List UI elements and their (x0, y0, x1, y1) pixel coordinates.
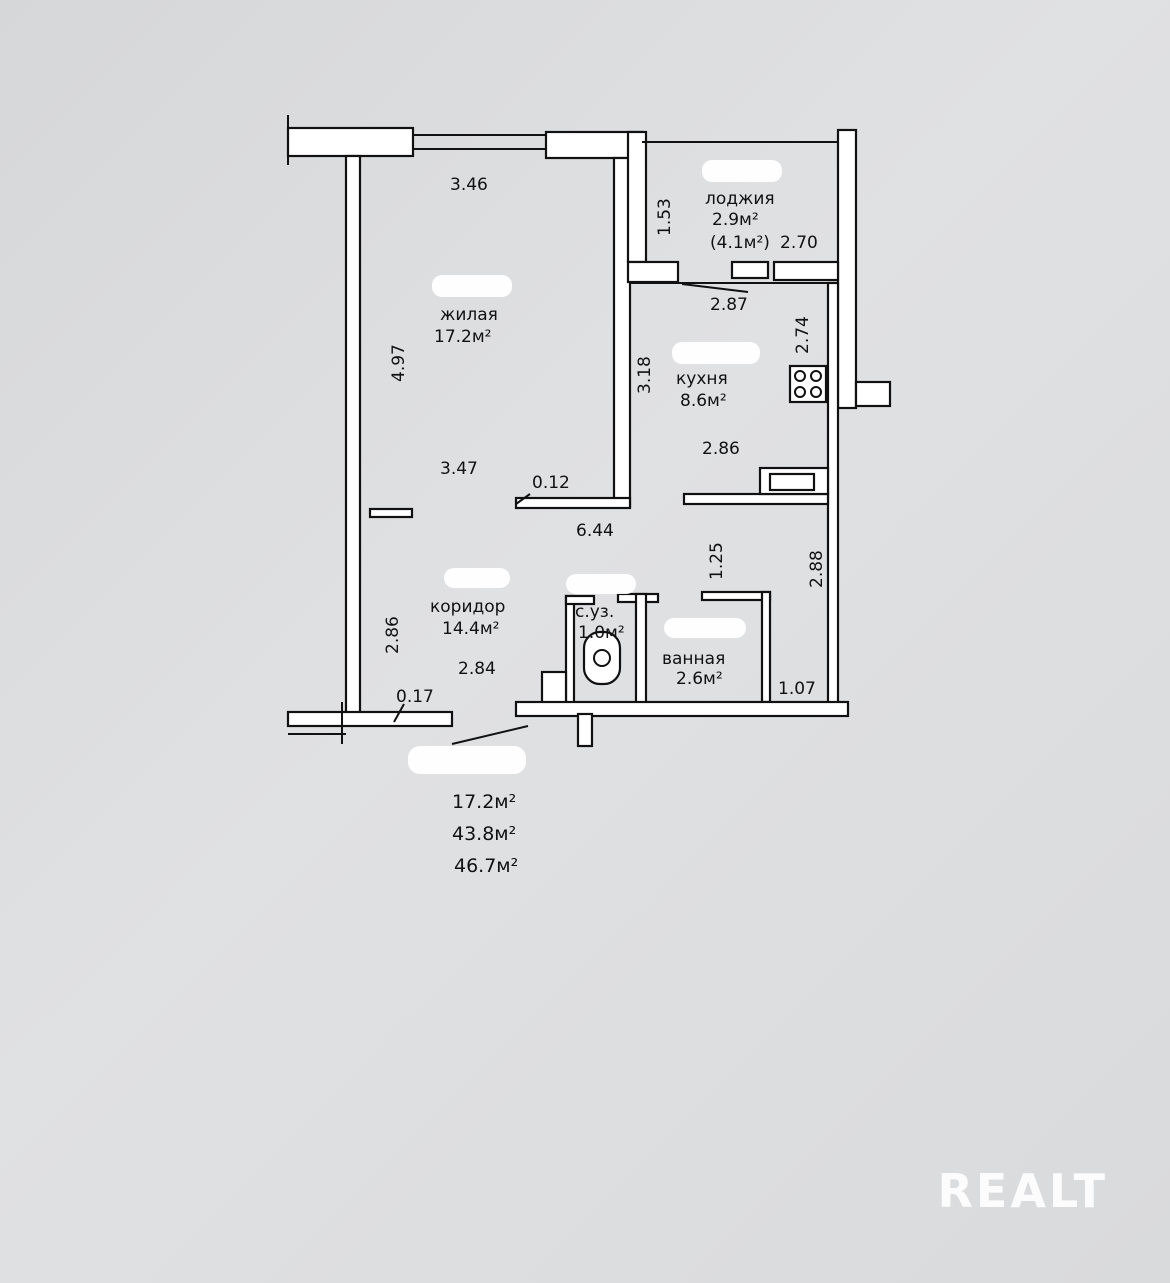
realt-watermark: REALT (937, 1164, 1108, 1218)
room-loggia-name: лоджия (705, 189, 775, 209)
door-entrance (451, 725, 529, 745)
wall-left (344, 154, 362, 726)
total-area-with-loggia: 46.7м² (454, 855, 518, 877)
stove-burner-icon (810, 370, 822, 382)
stove-icon (788, 364, 828, 404)
total-area: 43.8м² (452, 823, 516, 845)
dim-loggia-width: 2.70 (780, 233, 818, 253)
redactions (408, 160, 782, 774)
dim-kitchen-height-left: 3.18 (635, 356, 655, 394)
dim-tick-2 (515, 493, 531, 505)
room-bath-name: ванная (662, 649, 725, 669)
redaction (408, 746, 526, 774)
dim-bath-width: 1.07 (778, 679, 816, 699)
room-loggia-area-full: (4.1м²) (710, 233, 770, 253)
room-corridor-name: коридор (430, 597, 505, 617)
dim-kitchen-width-bottom: 2.86 (702, 439, 740, 459)
room-labels: жилая 17.2м² лоджия 2.9м² (4.1м²) кухня … (430, 189, 775, 689)
kitchen-sink (768, 472, 816, 492)
wall-right-step (854, 380, 892, 408)
dim-corridor-height-left: 2.86 (383, 616, 403, 654)
stove-burner-icon (810, 386, 822, 398)
wall-kitchen-bottom (682, 492, 830, 506)
dim-corridor-depth: 1.25 (707, 542, 727, 580)
dim-living-width-bottom: 3.47 (440, 459, 478, 479)
wall-loggia-left (626, 130, 648, 264)
dimension-labels: 3.46 4.97 3.18 3.47 0.12 6.44 1.53 2.70 … (383, 175, 827, 707)
redaction (664, 618, 746, 638)
dim-living-height: 4.97 (389, 344, 409, 382)
dim-kitchen-width-top: 2.87 (710, 295, 748, 315)
wall-bath-right (760, 590, 772, 704)
wall-bath-top (700, 590, 772, 602)
dim-tick (393, 703, 405, 723)
redaction (566, 574, 636, 594)
wall-loggia-bottom-right (772, 260, 840, 282)
room-kitchen-area: 8.6м² (680, 391, 727, 411)
dim-corridor-height-right: 2.88 (807, 550, 827, 588)
dim-loggia-depth: 1.53 (655, 198, 675, 236)
total-living-area: 17.2м² (452, 791, 516, 813)
room-living-area: 17.2м² (434, 327, 492, 347)
area-totals: 17.2м² 43.8м² 46.7м² (452, 791, 518, 877)
dim-living-width-top: 3.46 (450, 175, 488, 195)
wall-bottom-left (286, 710, 454, 728)
redaction (444, 568, 510, 588)
redaction (702, 160, 782, 182)
dim-corridor-width: 2.84 (458, 659, 496, 679)
wall-wc-bath (634, 592, 648, 708)
walls (286, 115, 892, 748)
wall-right (826, 281, 840, 705)
room-kitchen-name: кухня (676, 369, 728, 389)
redaction (672, 342, 760, 364)
room-bath-area: 2.6м² (676, 669, 723, 689)
wall-bottom (514, 700, 850, 718)
room-living-name: жилая (440, 305, 498, 325)
wall-wc-top-left (564, 594, 596, 606)
stove-burner-icon (794, 386, 806, 398)
room-wc-area: 1.0м² (578, 623, 625, 643)
dim-wall-thickness: 0.12 (532, 473, 570, 493)
toilet-bowl-icon (593, 649, 611, 667)
redaction (432, 275, 512, 297)
room-loggia-area: 2.9м² (712, 210, 759, 230)
wall-right-upper (836, 128, 858, 410)
stove-burner-icon (794, 370, 806, 382)
dim-wall-bottom: 0.17 (396, 687, 434, 707)
room-wc-name: с.уз. (575, 602, 614, 622)
dim-kitchen-height-right: 2.74 (793, 316, 813, 354)
room-corridor-area: 14.4м² (442, 619, 500, 639)
wall-loggia-bottom-left (626, 260, 680, 284)
wall-stub-left (368, 507, 414, 519)
wall-wc-left (564, 594, 576, 710)
dim-total-width: 6.44 (576, 521, 614, 541)
dim-leader (681, 283, 749, 293)
toilet-icon (582, 630, 622, 686)
wall-bottom-stub (576, 712, 594, 748)
wall-living-bottom (514, 496, 632, 510)
loggia-door (730, 260, 770, 280)
wall-top-left (286, 126, 415, 158)
